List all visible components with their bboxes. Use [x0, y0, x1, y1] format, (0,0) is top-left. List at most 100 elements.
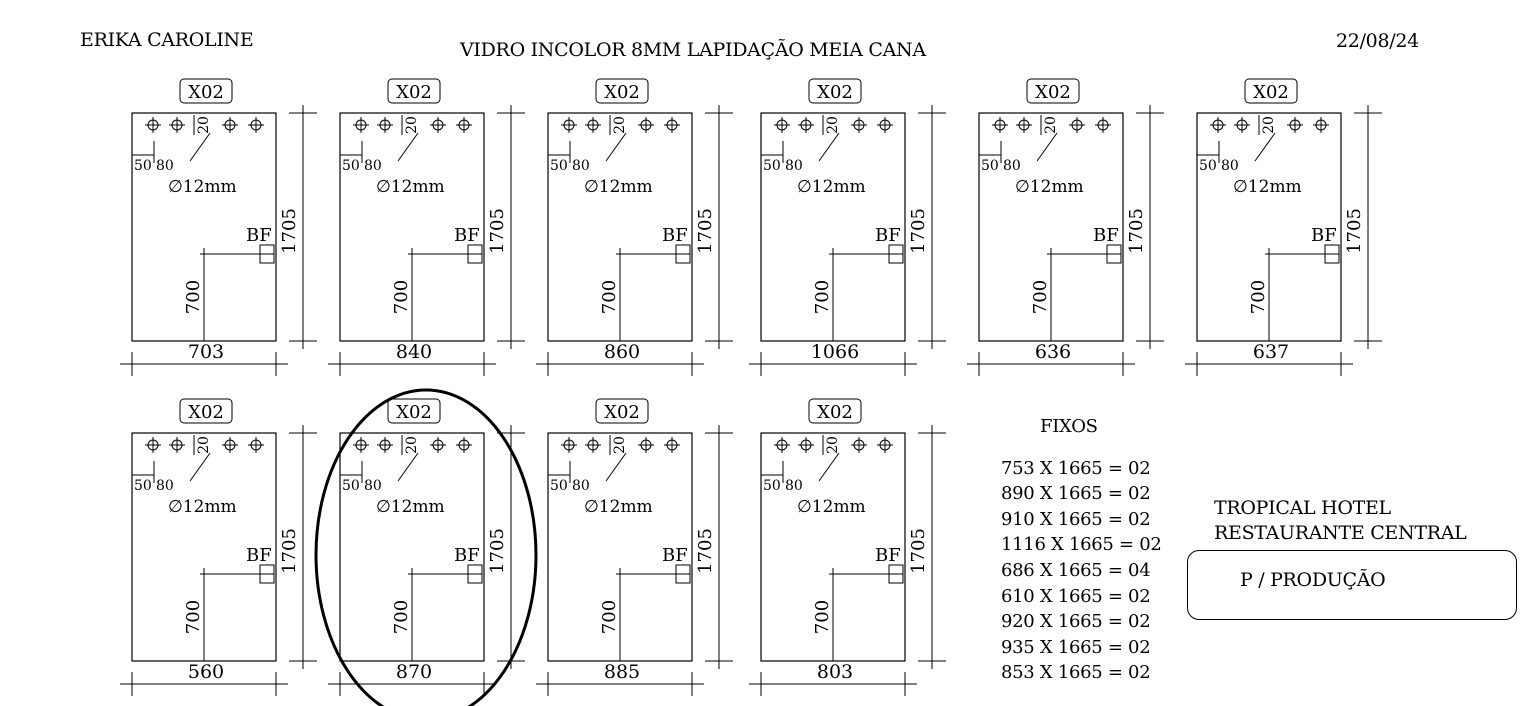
- fixed-panel-item: 910 X 1665 = 02: [1001, 508, 1151, 530]
- hole-offset-50: 50: [1199, 158, 1217, 174]
- quantity-tag: X02: [817, 82, 853, 103]
- hole-offset-80: 80: [572, 478, 590, 494]
- hole-diameter-label: ∅12mm: [376, 497, 445, 517]
- panel-width-value: 803: [817, 661, 853, 683]
- hole-offset-80: 80: [156, 158, 174, 174]
- hole-top-offset: 20: [612, 436, 628, 454]
- lock-label: BF: [454, 225, 480, 246]
- panel-height-value: 1705: [1344, 208, 1365, 254]
- panel-height-value: 1705: [908, 528, 929, 574]
- hole-top-offset: 20: [404, 116, 420, 134]
- hole-offset-50: 50: [134, 478, 152, 494]
- lock-label: BF: [1093, 225, 1119, 246]
- diameter-leader: [605, 452, 627, 482]
- lock-height-value: 700: [183, 280, 204, 314]
- fixed-panel-item: 935 X 1665 = 02: [1001, 636, 1151, 658]
- hole-offset-50: 50: [981, 158, 999, 174]
- lock-height-value: 700: [1030, 280, 1051, 314]
- quantity-tag: X02: [188, 82, 224, 103]
- production-stage-box: P / PRODUÇÃO: [1187, 550, 1517, 620]
- fixed-panel-item: 610 X 1665 = 02: [1001, 585, 1151, 607]
- hole-offset-80: 80: [1003, 158, 1021, 174]
- hole-top-offset: 20: [825, 116, 841, 134]
- highlight-ellipse: [314, 388, 538, 706]
- hole-offset-80: 80: [785, 478, 803, 494]
- lock-label: BF: [875, 545, 901, 566]
- quantity-tag-box: [387, 78, 441, 104]
- quantity-tag: X02: [396, 82, 432, 103]
- lock-height-value: 700: [391, 280, 412, 314]
- fixed-panel-item: 890 X 1665 = 02: [1001, 483, 1151, 505]
- quantity-tag-box: [808, 78, 862, 104]
- panel-width-value: 560: [188, 661, 224, 683]
- project-name: TROPICAL HOTEL RESTAURANTE CENTRAL: [1214, 496, 1467, 546]
- panel-height-value: 1705: [279, 528, 300, 574]
- panel-height-value: 1705: [908, 208, 929, 254]
- hole-offset-80: 80: [572, 158, 590, 174]
- quantity-tag: X02: [604, 402, 640, 423]
- panel-width-value: 885: [604, 661, 640, 683]
- diameter-leader: [818, 452, 840, 482]
- hole-top-offset: 20: [612, 116, 628, 134]
- panel-height-value: 1705: [487, 528, 508, 574]
- panel-height-value: 1705: [695, 528, 716, 574]
- hole-offset-50: 50: [763, 158, 781, 174]
- hole-top-offset: 20: [1043, 116, 1059, 134]
- hole-diameter-label: ∅12mm: [1233, 177, 1302, 197]
- fixed-panel-item: 1116 X 1665 = 02: [1001, 534, 1162, 556]
- quantity-tag: X02: [1035, 82, 1071, 103]
- lock-height-value: 700: [183, 600, 204, 634]
- fixed-panel-item: 753 X 1665 = 02: [1001, 457, 1151, 479]
- hole-diameter-label: ∅12mm: [584, 177, 653, 197]
- panel-width-value: 1066: [811, 341, 859, 363]
- hole-offset-50: 50: [134, 158, 152, 174]
- drawing-date: 22/08/24: [1336, 30, 1419, 52]
- lock-label: BF: [875, 225, 901, 246]
- quantity-tag: X02: [188, 402, 224, 423]
- quantity-tag: X02: [396, 402, 432, 423]
- quantity-tag-box: [179, 398, 233, 424]
- diameter-leader: [818, 132, 840, 162]
- panel-width-value: 703: [188, 341, 224, 363]
- lock-label: BF: [246, 545, 272, 566]
- hole-diameter-label: ∅12mm: [168, 177, 237, 197]
- panel-height-value: 1705: [279, 208, 300, 254]
- hole-offset-80: 80: [156, 478, 174, 494]
- hole-offset-80: 80: [1221, 158, 1239, 174]
- hole-offset-50: 50: [550, 478, 568, 494]
- hole-top-offset: 20: [1261, 116, 1277, 134]
- hole-offset-50: 50: [342, 158, 360, 174]
- hole-offset-50: 50: [550, 158, 568, 174]
- lock-height-value: 700: [1248, 280, 1269, 314]
- hole-offset-80: 80: [364, 158, 382, 174]
- lock-label: BF: [1311, 225, 1337, 246]
- hole-top-offset: 20: [196, 436, 212, 454]
- lock-label: BF: [454, 545, 480, 566]
- hole-top-offset: 20: [196, 116, 212, 134]
- hole-diameter-label: ∅12mm: [168, 497, 237, 517]
- hole-diameter-label: ∅12mm: [797, 177, 866, 197]
- hole-diameter-label: ∅12mm: [1015, 177, 1084, 197]
- fixed-panel-item: 853 X 1665 = 02: [1001, 662, 1151, 684]
- fixed-panel-item: 686 X 1665 = 04: [1001, 559, 1151, 581]
- hole-offset-50: 50: [763, 478, 781, 494]
- hole-offset-80: 80: [364, 478, 382, 494]
- diameter-leader: [1254, 132, 1276, 162]
- quantity-tag: X02: [604, 82, 640, 103]
- lock-label: BF: [246, 225, 272, 246]
- diameter-leader: [397, 452, 419, 482]
- production-stage-label: P / PRODUÇÃO: [1240, 569, 1386, 591]
- panel-width-value: 637: [1253, 341, 1289, 363]
- lock-height-value: 700: [812, 280, 833, 314]
- lock-label: BF: [662, 225, 688, 246]
- project-line-2: RESTAURANTE CENTRAL: [1214, 522, 1467, 544]
- quantity-tag-box: [595, 78, 649, 104]
